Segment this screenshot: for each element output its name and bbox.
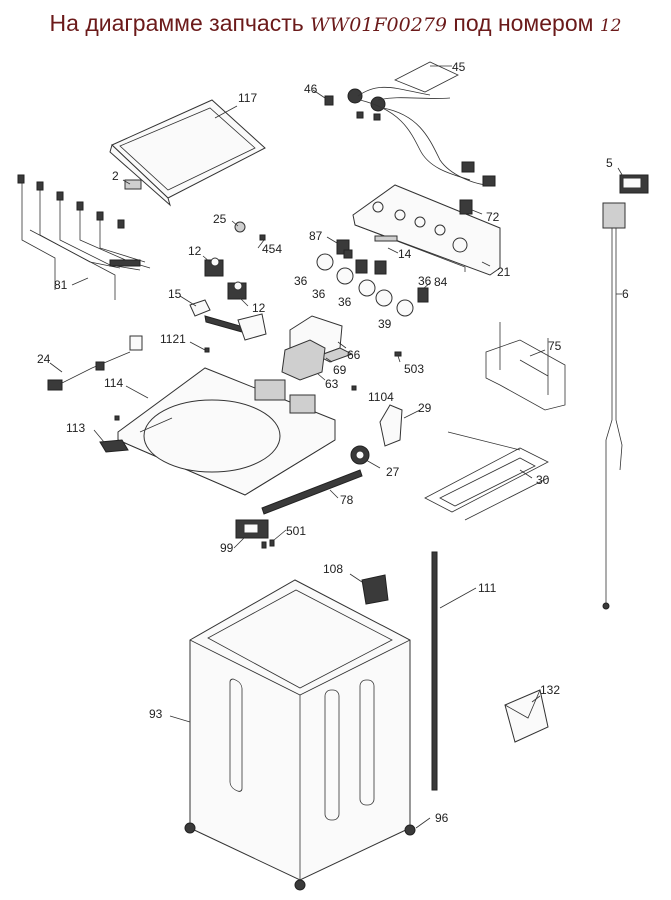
callout-81: 81 [54,278,68,292]
callout-2: 2 [112,169,119,183]
callout-114: 114 [104,376,123,390]
callout-21: 21 [497,265,511,279]
part-clamp [379,404,403,447]
callout-39: 39 [378,317,392,331]
callout-1104: 1104 [368,390,394,404]
part-dispenser [189,299,267,341]
part-wire-harness [17,174,151,300]
callout-113: 113 [66,421,85,435]
part-corner-block [361,574,389,605]
callout-24: 24 [37,352,51,366]
callout-69: 69 [333,363,347,377]
part-motor-bracket [235,519,275,549]
callout-1121: 1121 [160,332,186,346]
part-switches-knobs [316,235,429,317]
part-electronics [204,315,402,391]
callout-36: 36 [294,274,308,288]
part-screw [114,415,120,421]
part-top-cover [117,367,336,496]
callout-15: 15 [168,287,182,301]
callout-46: 46 [304,82,318,96]
callout-111: 111 [478,581,497,595]
part-bar [261,469,363,515]
callout-501: 501 [286,524,306,538]
part-bleach-cap [99,439,129,453]
title-prefix: На диаграмме запчасть [49,10,304,36]
title-middle: под номером [453,10,594,36]
page-title: На диаграмме запчасть WW01F00279 под ном… [0,10,671,37]
part-water-valves [204,221,266,300]
callout-36: 36 [338,295,352,309]
part-rod [431,551,438,791]
callout-87: 87 [309,229,323,243]
callout-12: 12 [252,301,266,315]
part-code: WW01F00279 [310,14,447,36]
callout-72: 72 [486,210,500,224]
callout-108: 108 [323,562,343,576]
part-power-cord [47,335,143,391]
callout-78: 78 [340,493,354,507]
part-rear-bracket [485,322,566,411]
part-number: 12 [599,16,622,36]
callout-96: 96 [435,811,449,825]
callout-63: 63 [325,377,339,391]
callout-66: 66 [347,348,361,362]
callout-12: 12 [188,244,202,258]
callout-29: 29 [418,401,432,415]
part-lid [109,99,266,207]
callout-117: 117 [238,91,257,105]
part-pressure-switch [602,174,649,610]
callout-132: 132 [540,683,560,697]
callout-454: 454 [262,242,282,256]
callout-99: 99 [220,541,234,555]
callout-93: 93 [149,707,163,721]
callout-27: 27 [386,465,400,479]
callout-6: 6 [622,287,629,301]
callout-36: 36 [418,274,432,288]
callout-5: 5 [606,156,613,170]
part-base-tray [424,431,549,521]
callout-25: 25 [213,212,227,226]
callout-30: 30 [536,473,550,487]
callout-36: 36 [312,287,326,301]
part-manual [504,689,549,743]
part-inlet-hoses [324,61,496,187]
callout-14: 14 [398,247,412,261]
callout-503: 503 [404,362,424,376]
part-lid-switch [124,179,142,190]
callout-45: 45 [452,60,466,74]
part-cabinet [184,579,416,891]
callout-75: 75 [548,339,562,353]
callout-84: 84 [434,275,448,289]
